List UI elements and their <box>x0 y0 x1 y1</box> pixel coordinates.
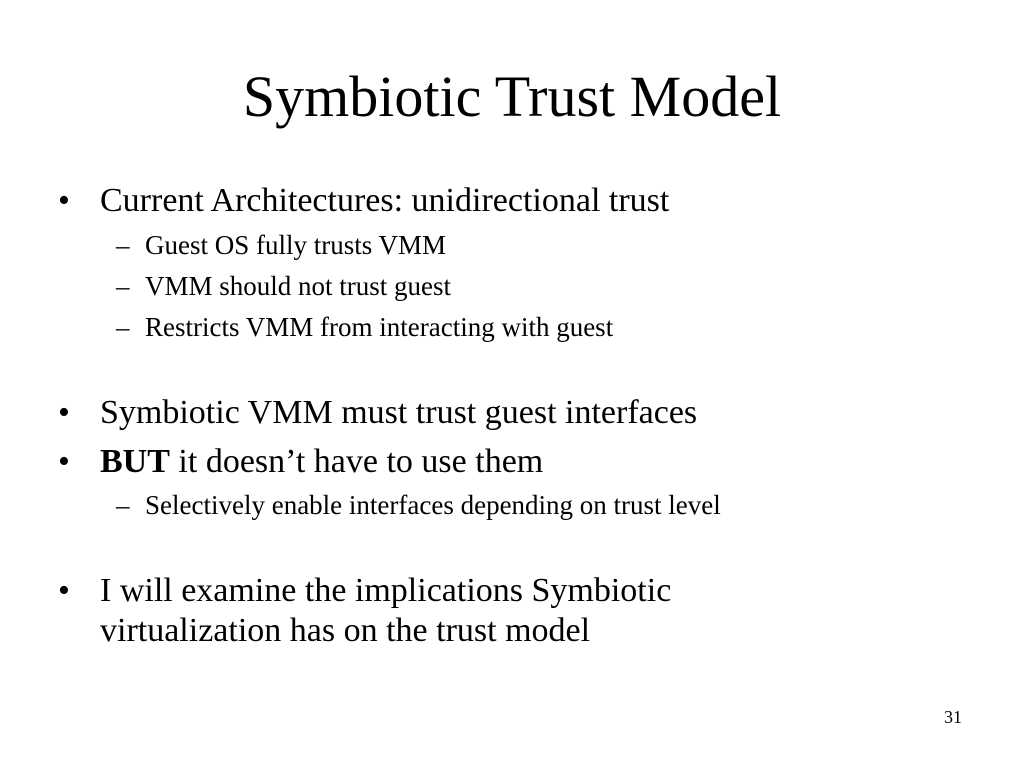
bullet-marker: • <box>58 572 70 609</box>
sub-bullet-marker: – <box>116 312 130 342</box>
bullet-marker: • <box>58 443 70 480</box>
bullet-text-rest: it doesn’t have to use them <box>169 443 544 480</box>
bullet-marker: • <box>58 394 70 431</box>
bullet-text: Current Architectures: unidirectional tr… <box>100 182 670 219</box>
bullet-text-line2: virtualization has on the trust model <box>100 612 591 649</box>
page-number: 31 <box>944 707 962 727</box>
sub-bullet-text: VMM should not trust guest <box>145 271 452 301</box>
slide-title: Symbiotic Trust Model <box>242 64 782 129</box>
sub-bullet-marker: – <box>116 490 130 520</box>
sub-bullet-text: Guest OS fully trusts VMM <box>145 230 447 260</box>
bullet-text: BUT it doesn’t have to use them <box>100 442 543 482</box>
bullet-text: Symbiotic VMM must trust guest interface… <box>100 394 698 431</box>
bold-prefix: BUT <box>100 443 170 480</box>
sub-bullet-marker: – <box>116 271 130 301</box>
sub-bullet-text: Restricts VMM from interacting with gues… <box>145 312 614 342</box>
bullet-marker: • <box>58 182 70 219</box>
sub-bullet-text: Selectively enable interfaces depending … <box>145 490 721 520</box>
sub-bullet-marker: – <box>116 230 130 260</box>
bullet-text-line1: I will examine the implications Symbioti… <box>100 572 672 609</box>
